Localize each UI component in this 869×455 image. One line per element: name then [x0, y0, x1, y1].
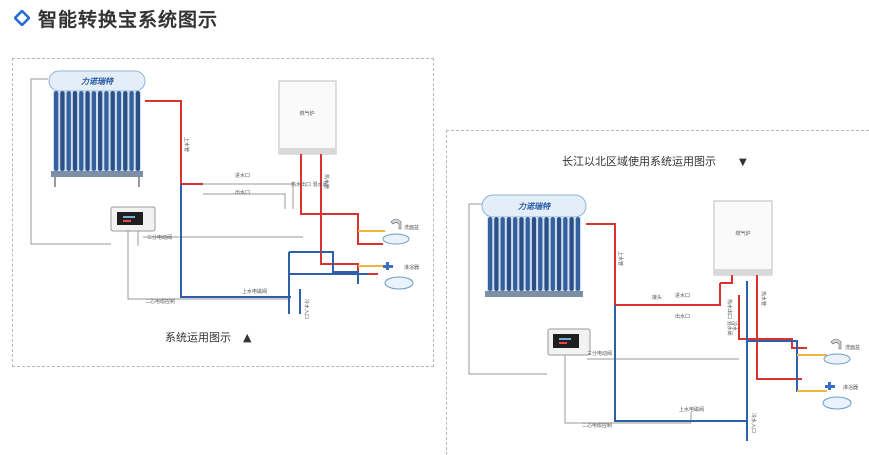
left-hot-pipe-boiler-1 — [300, 154, 383, 245]
vacuum-tube — [79, 91, 84, 171]
vacuum-tube — [519, 217, 524, 291]
vacuum-tube — [488, 217, 493, 291]
right-label-out-pipe: 热水管 — [760, 291, 767, 306]
right-hot-pipe-boiler-in — [720, 275, 733, 284]
left-label-valve-3way: 三分电动阀 — [147, 234, 172, 241]
right-label-hot-1: 进水口 — [675, 292, 690, 299]
left-mix-wire — [203, 183, 294, 209]
left-label-basin: 洗面盆 — [404, 224, 419, 231]
right-boiler-label: 燃气炉 — [735, 230, 750, 237]
right-label-basin: 洗面盆 — [845, 344, 860, 351]
right-washbasin — [823, 338, 851, 365]
left-label-tap: 淋浴器 — [404, 264, 419, 271]
left-mix-wire-2 — [203, 193, 286, 209]
right-hot-pipe-boiler-out — [756, 275, 802, 380]
vacuum-tube — [513, 217, 518, 291]
right-label-hot-2: 出水口 — [675, 313, 690, 320]
vacuum-tube — [556, 217, 562, 291]
page-header: 智能转换宝系统图示 — [14, 4, 218, 32]
vacuum-tube — [91, 91, 96, 171]
right-label-drain: 冷水入口 — [750, 413, 757, 433]
vacuum-tube — [135, 91, 140, 171]
right-collector-brand: 力诺瑞特 — [518, 202, 551, 211]
vacuum-tube — [563, 217, 568, 291]
right-title-arrow: ▼ — [739, 157, 747, 168]
right-tap-basin — [822, 382, 852, 410]
left-solar-collector: 力诺瑞特 — [48, 70, 146, 187]
left-hot-pipe-collector — [145, 100, 203, 185]
vacuum-tube — [500, 217, 505, 291]
right-cold-main — [614, 305, 747, 422]
right-controller — [547, 328, 591, 356]
vacuum-tube — [66, 91, 71, 171]
vacuum-tube — [525, 217, 530, 291]
left-label-hot-2: 出水口 — [235, 189, 250, 196]
vacuum-tube — [129, 91, 134, 171]
right-label-join: 接头 — [652, 294, 662, 301]
left-label-out-pipe: 热水管 — [323, 174, 330, 189]
vacuum-tube — [569, 217, 574, 291]
right-label-mix: 热水出口 混水阀 — [726, 299, 733, 336]
vacuum-tube — [550, 217, 555, 291]
vacuum-tube — [98, 91, 103, 171]
vacuum-tube — [72, 91, 78, 171]
left-controller — [110, 206, 156, 232]
left-collector-brand: 力诺瑞特 — [81, 77, 114, 86]
vacuum-tube — [110, 91, 115, 171]
left-boiler-label: 燃气炉 — [299, 110, 314, 117]
vacuum-tube — [54, 91, 59, 171]
right-title: 长江以北区域使用系统运用图示 — [562, 155, 716, 168]
left-caption: 系统运用图示 — [165, 331, 231, 344]
left-gas-boiler: 燃气炉 — [278, 80, 337, 155]
right-hot-pipe-collector — [586, 223, 721, 306]
right-wire-loop — [468, 203, 547, 375]
vacuum-tube — [85, 91, 90, 171]
left-system-diagram: 力诺瑞特 燃气炉 — [30, 70, 419, 344]
left-cold-branch — [289, 251, 359, 284]
left-wire-loop — [30, 78, 111, 245]
vacuum-tube — [104, 91, 109, 171]
left-caption-arrow: ▲ — [243, 331, 252, 344]
left-tap-basin — [383, 262, 414, 290]
page-title: 智能转换宝系统图示 — [38, 8, 219, 31]
right-sensor-wire — [564, 355, 691, 424]
right-solar-collector: 力诺瑞特 — [481, 194, 587, 297]
right-label-cold: 冷水 — [731, 321, 738, 331]
right-gas-boiler: 燃气炉 — [713, 200, 773, 276]
left-washbasin — [382, 218, 410, 245]
vacuum-tube — [544, 217, 549, 291]
right-label-sensor-wire: 二芯电缆控制 — [582, 422, 612, 429]
left-label-drain: 冷水入口 — [303, 299, 310, 319]
left-label-top-valve: 上水电磁阀 — [242, 288, 267, 295]
vacuum-tube — [575, 217, 580, 291]
right-label-valve-3way: 三分电动阀 — [587, 350, 612, 357]
left-label-mix: 热水出口 混水阀 — [291, 181, 328, 188]
left-diagram-panel: 力诺瑞特 燃气炉 — [12, 58, 434, 367]
vacuum-tube — [123, 91, 128, 171]
right-label-pipe-up: 上水管 — [617, 251, 624, 266]
left-sensor-wire — [127, 229, 289, 300]
right-label-top-valve: 上水电磁阀 — [679, 406, 704, 413]
right-diagram-panel: 长江以北区域使用系统运用图示 ▼ 力诺瑞特 燃气炉 — [446, 130, 869, 455]
vacuum-tube — [531, 217, 537, 291]
vacuum-tube — [116, 91, 122, 171]
vacuum-tube — [494, 217, 499, 291]
vacuum-tube — [506, 217, 512, 291]
right-label-tap: 淋浴器 — [843, 384, 858, 391]
vacuum-tube — [538, 217, 543, 291]
vacuum-tube — [60, 91, 65, 171]
left-label-pipe-up: 上水管 — [183, 137, 190, 152]
left-label-hot-1: 进水口 — [235, 172, 250, 179]
diamond-icon — [14, 10, 30, 26]
left-cold-main — [180, 184, 291, 298]
left-label-sensor-wire: 二芯电缆控制 — [145, 298, 175, 305]
right-system-diagram: 长江以北区域使用系统运用图示 ▼ 力诺瑞特 燃气炉 — [468, 155, 860, 441]
